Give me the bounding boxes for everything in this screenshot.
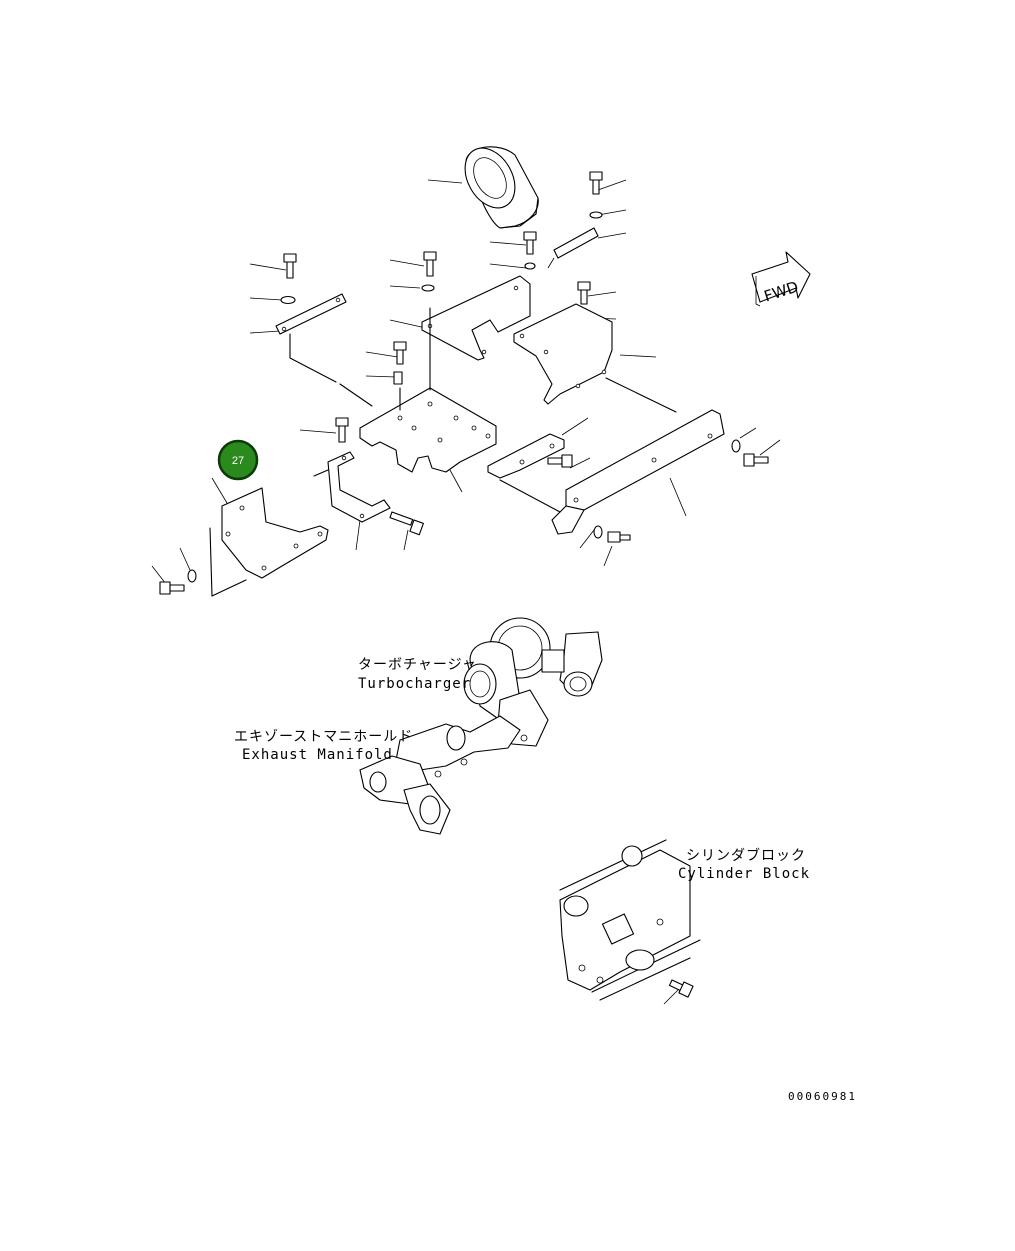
bolt-1 <box>589 171 603 195</box>
fwd-arrow: FWD <box>751 251 811 307</box>
turbocharger-assembly <box>463 617 603 747</box>
leader-lines <box>151 179 781 1005</box>
bolt-3 <box>577 281 591 305</box>
bolt-group <box>280 171 603 443</box>
bolt-4 <box>283 253 297 279</box>
bolt-9 <box>547 454 573 468</box>
bolt-8 <box>743 453 769 467</box>
long-rail <box>551 409 725 535</box>
washer-6 <box>593 525 603 539</box>
bracket-right <box>513 303 677 413</box>
exhaust-elbow <box>464 146 539 229</box>
left-heat-shield <box>209 487 329 597</box>
washer-2 <box>524 262 536 270</box>
washer-4 <box>421 284 435 292</box>
bolt-11 <box>159 581 185 595</box>
bolt-6 <box>393 341 407 365</box>
exhaust-manifold-label-jp: エキゾーストマニホールド <box>234 729 413 745</box>
washer-7 <box>187 569 197 583</box>
strap-top-right <box>547 227 599 269</box>
bolt-2 <box>523 231 537 255</box>
turbocharger-label-en: Turbocharger <box>358 676 471 692</box>
bolt-12 <box>389 511 424 536</box>
bolt-7 <box>335 417 349 443</box>
bolt-10 <box>607 531 631 543</box>
strap-left <box>275 293 373 407</box>
callout-27[interactable]: 27 <box>217 439 259 481</box>
l-bracket <box>313 451 391 523</box>
drawing-code: 00060981 <box>788 1090 857 1103</box>
mid-bracket <box>487 433 565 513</box>
cylinder-block-label-jp: シリンダブロック <box>686 847 806 864</box>
bolt-13 <box>668 979 694 998</box>
spacer-2 <box>393 371 403 385</box>
callout-number: 27 <box>232 455 244 467</box>
cylinder-block-label-en: Cylinder Block <box>678 866 810 882</box>
washer-3 <box>280 295 296 305</box>
washer-1 <box>589 211 603 219</box>
washer-5 <box>731 439 741 453</box>
bolts-right <box>547 439 769 543</box>
exhaust-manifold <box>359 715 528 835</box>
top-plate <box>421 275 531 361</box>
cylinder-block <box>559 839 701 1001</box>
main-shield-plate <box>359 307 497 473</box>
turbocharger-label-jp: ターボチャージャ <box>358 657 477 673</box>
exhaust-manifold-label-en: Exhaust Manifold <box>242 747 393 763</box>
bolts-left <box>159 511 424 595</box>
bolt-5 <box>423 251 437 277</box>
